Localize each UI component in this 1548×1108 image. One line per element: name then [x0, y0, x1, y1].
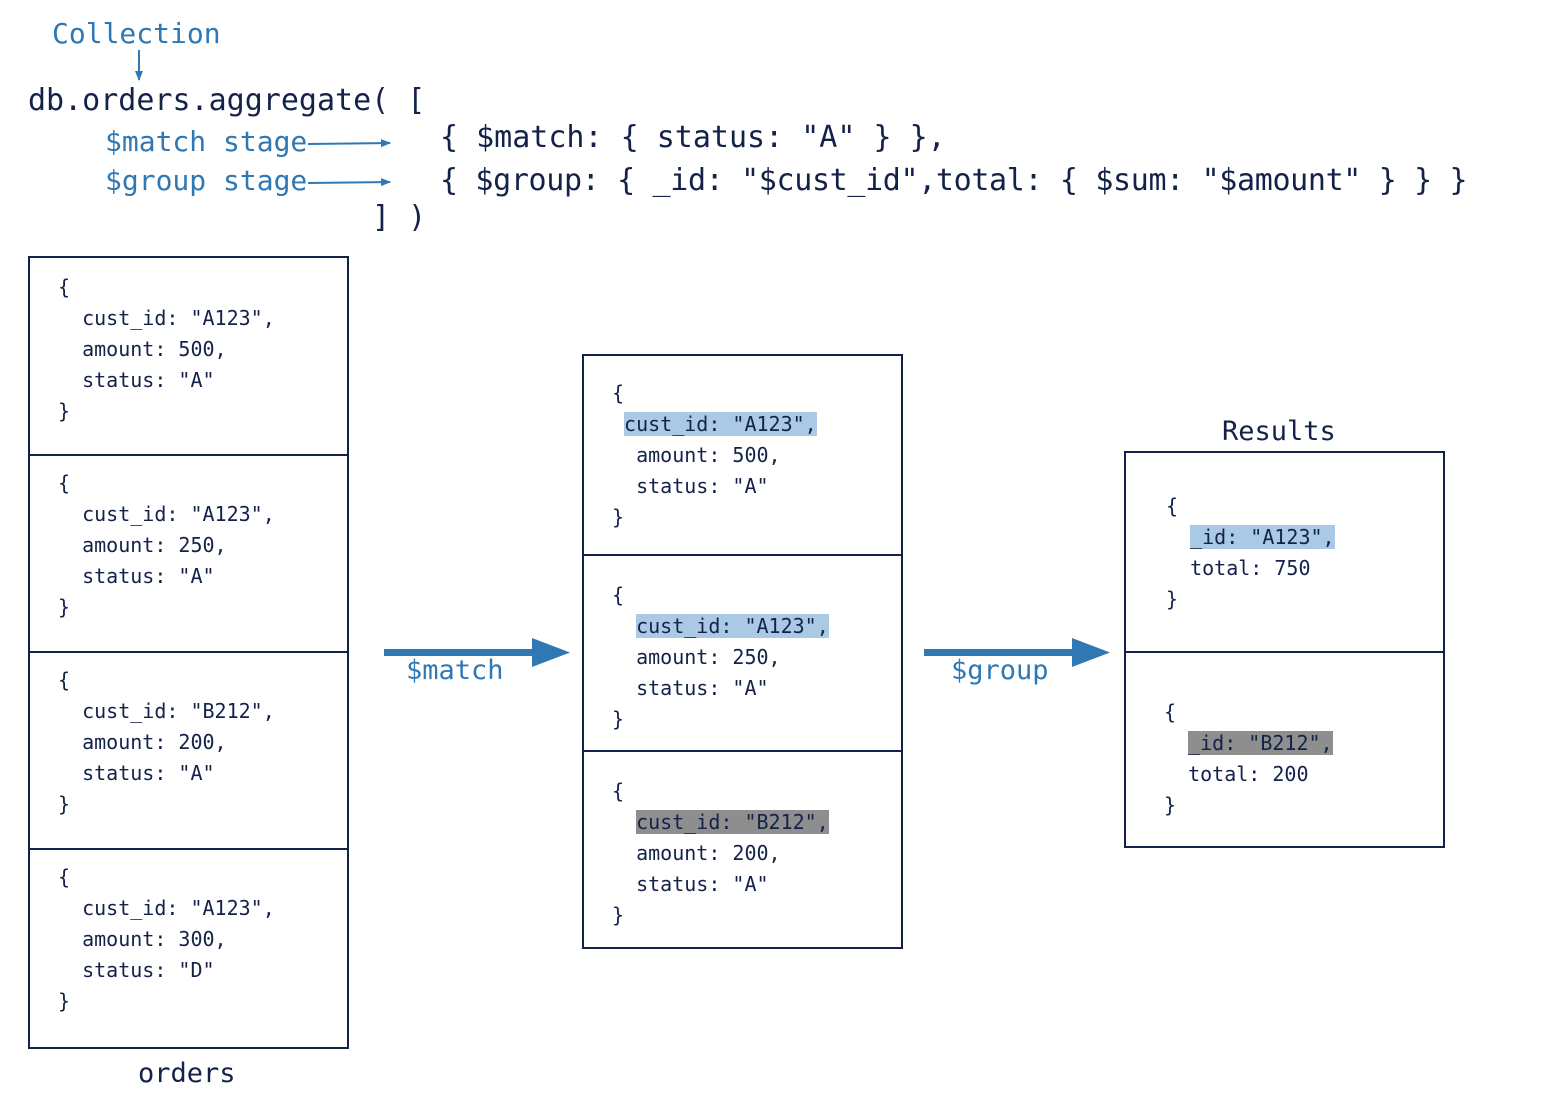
group-stage-arrow: [307, 178, 391, 187]
group-stage-label: $group stage: [105, 164, 308, 197]
doc-field-status: status: "A": [636, 872, 769, 896]
orders-document: { cust_id: "B212", amount: 200, status: …: [30, 653, 347, 850]
doc-field-total: total: 200: [1188, 762, 1309, 786]
orders-document: { cust_id: "A123", amount: 500, status: …: [30, 258, 347, 456]
match-output: { cust_id: "A123", amount: 500, status: …: [582, 354, 903, 949]
doc-field-status: status: "A": [82, 761, 215, 785]
doc-field-amount: amount: 500,: [636, 443, 781, 467]
match-stage-label: $match stage: [105, 125, 308, 158]
result-document: { _id: "B212", total: 200 }: [1126, 653, 1443, 846]
doc-open-brace: {: [612, 779, 625, 803]
doc-close-brace: }: [612, 707, 625, 731]
doc-close-brace: }: [58, 399, 71, 423]
code-line-group: { $group: { _id: "$cust_id",total: { $su…: [440, 163, 1468, 198]
doc-field-cust-id: cust_id: "A123",: [82, 502, 275, 526]
doc-field-amount: amount: 200,: [82, 730, 227, 754]
match-flow-label: $match: [406, 655, 504, 686]
results-caption: Results: [1222, 416, 1336, 447]
doc-close-brace: }: [58, 792, 71, 816]
code-line-aggregate: db.orders.aggregate( [: [28, 83, 426, 118]
doc-open-brace: {: [1166, 494, 1179, 518]
results-output: { _id: "A123", total: 750 } { _id: "B212…: [1124, 451, 1445, 848]
orders-collection: { cust_id: "A123", amount: 500, status: …: [28, 256, 349, 1049]
doc-field-amount: amount: 250,: [636, 645, 781, 669]
doc-field-status: status: "A": [82, 368, 215, 392]
doc-field-status: status: "A": [82, 564, 215, 588]
match-stage-arrow: [307, 139, 391, 148]
doc-field-status: status: "A": [636, 474, 769, 498]
orders-document: { cust_id: "A123", amount: 300, status: …: [30, 850, 347, 1047]
doc-open-brace: {: [58, 471, 71, 495]
doc-field-cust-id-highlight: cust_id: "B212",: [636, 810, 829, 834]
matched-document: { cust_id: "B212", amount: 200, status: …: [584, 752, 901, 947]
doc-open-brace: {: [1164, 700, 1177, 724]
group-flow-label: $group: [951, 655, 1049, 686]
doc-field-cust-id: cust_id: "B212",: [82, 699, 275, 723]
doc-open-brace: {: [58, 275, 71, 299]
doc-open-brace: {: [612, 583, 625, 607]
doc-field-cust-id-highlight: cust_id: "A123",: [636, 614, 829, 638]
doc-close-brace: }: [612, 903, 625, 927]
doc-open-brace: {: [58, 865, 71, 889]
orders-caption: orders: [138, 1058, 236, 1089]
doc-field-cust-id: cust_id: "A123",: [82, 306, 275, 330]
doc-field-amount: amount: 500,: [82, 337, 227, 361]
group-flow-arrow: [924, 638, 1110, 667]
orders-document: { cust_id: "A123", amount: 250, status: …: [30, 456, 347, 653]
matched-document: { cust_id: "A123", amount: 500, status: …: [584, 356, 901, 556]
doc-field-id-highlight: _id: "B212",: [1188, 731, 1333, 755]
doc-close-brace: }: [58, 595, 71, 619]
doc-field-cust-id: cust_id: "A123",: [82, 896, 275, 920]
doc-field-cust-id-highlight: cust_id: "A123",: [624, 412, 817, 436]
matched-document: { cust_id: "A123", amount: 250, status: …: [584, 556, 901, 752]
doc-close-brace: }: [612, 505, 625, 529]
code-line-close: ] ): [372, 200, 427, 235]
result-document: { _id: "A123", total: 750 }: [1126, 453, 1443, 653]
doc-field-amount: amount: 250,: [82, 533, 227, 557]
doc-field-total: total: 750: [1190, 556, 1311, 580]
match-flow-arrow: [384, 638, 570, 667]
doc-field-amount: amount: 300,: [82, 927, 227, 951]
doc-close-brace: }: [1164, 793, 1177, 817]
collection-label: Collection: [52, 17, 221, 50]
code-line-match: { $match: { status: "A" } },: [440, 120, 946, 155]
doc-open-brace: {: [612, 381, 625, 405]
doc-close-brace: }: [1166, 587, 1179, 611]
doc-field-amount: amount: 200,: [636, 841, 781, 865]
doc-field-id-highlight: _id: "A123",: [1190, 525, 1335, 549]
doc-field-status: status: "D": [82, 958, 215, 982]
doc-field-status: status: "A": [636, 676, 769, 700]
doc-close-brace: }: [58, 989, 71, 1013]
doc-open-brace: {: [58, 668, 71, 692]
